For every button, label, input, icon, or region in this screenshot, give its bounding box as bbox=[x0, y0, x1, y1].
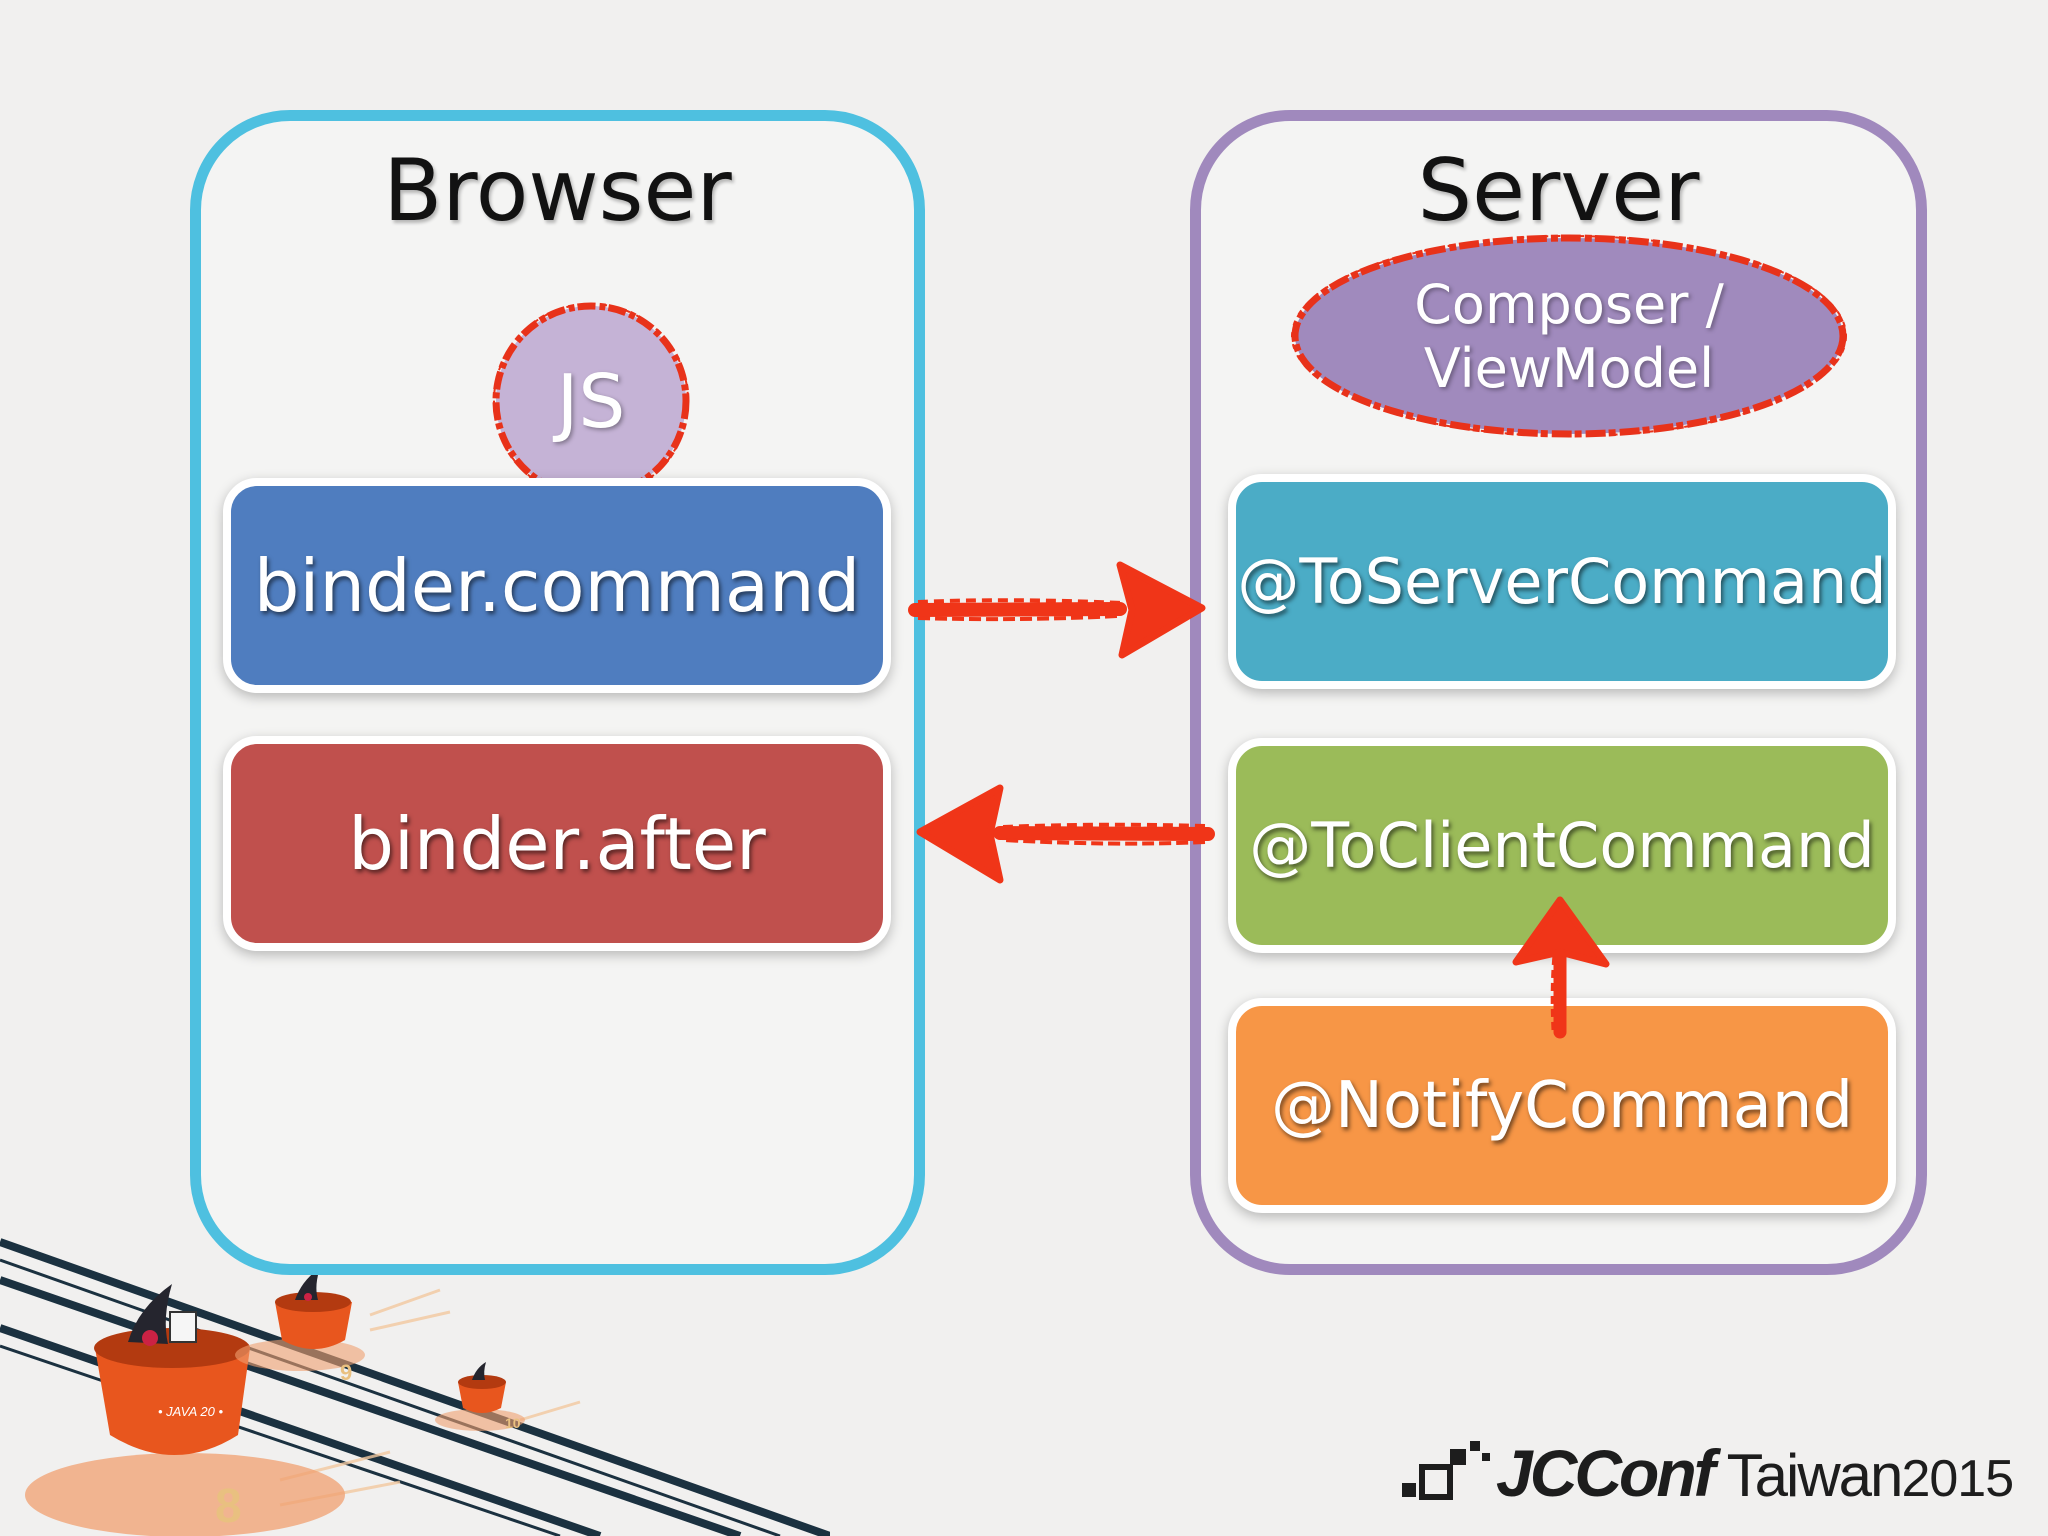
composer-label-line1: Composer / bbox=[1414, 273, 1724, 336]
logo-mark-icon bbox=[1402, 1441, 1490, 1500]
binder-after-label: binder.after bbox=[348, 801, 766, 886]
svg-text:9: 9 bbox=[340, 1360, 352, 1385]
large-teacup-mascot: 8 • JAVA 20 • bbox=[25, 1284, 345, 1536]
js-label: JS bbox=[556, 359, 626, 445]
svg-text:10: 10 bbox=[505, 1415, 521, 1431]
js-circle: JS bbox=[491, 301, 691, 501]
to-server-command-box: @ToServerCommand bbox=[1228, 474, 1896, 689]
binder-command-box: binder.command bbox=[223, 478, 891, 693]
server-title: Server bbox=[1417, 141, 1700, 241]
to-server-command-label: @ToServerCommand bbox=[1237, 545, 1887, 618]
medium-teacup-mascot: 9 bbox=[235, 1268, 365, 1385]
mascot-illustration: 8 • JAVA 20 • 9 10 bbox=[0, 1238, 830, 1536]
arrow-to-server bbox=[908, 561, 1206, 659]
logo-region: Taiwan bbox=[1726, 1442, 1904, 1509]
to-client-command-label: @ToClientCommand bbox=[1249, 809, 1875, 882]
binder-command-label: binder.command bbox=[253, 543, 861, 628]
notify-command-label: @NotifyCommand bbox=[1270, 1068, 1854, 1143]
browser-title: Browser bbox=[383, 141, 732, 241]
server-panel: Server Composer / ViewModel @ToServerCom… bbox=[1190, 110, 1927, 1275]
browser-panel: Browser JS binder.command binder.after bbox=[190, 110, 925, 1275]
notify-command-box: @NotifyCommand bbox=[1228, 998, 1896, 1213]
composer-viewmodel-ellipse: Composer / ViewModel bbox=[1289, 233, 1849, 439]
logo-brand: JCConf bbox=[1496, 1436, 1716, 1510]
svg-text:8: 8 bbox=[215, 1480, 242, 1533]
svg-text:• JAVA 20 •: • JAVA 20 • bbox=[158, 1404, 223, 1419]
to-client-command-box: @ToClientCommand bbox=[1228, 738, 1896, 953]
binder-after-box: binder.after bbox=[223, 736, 891, 951]
logo-year: 2015 bbox=[1901, 1450, 2014, 1508]
small-teacup-mascot: 10 bbox=[435, 1362, 525, 1431]
arrow-to-client bbox=[916, 784, 1215, 884]
jcconf-logo: JCConf Taiwan 2015 bbox=[1400, 1435, 2014, 1511]
composer-label-line2: ViewModel bbox=[1423, 337, 1715, 400]
